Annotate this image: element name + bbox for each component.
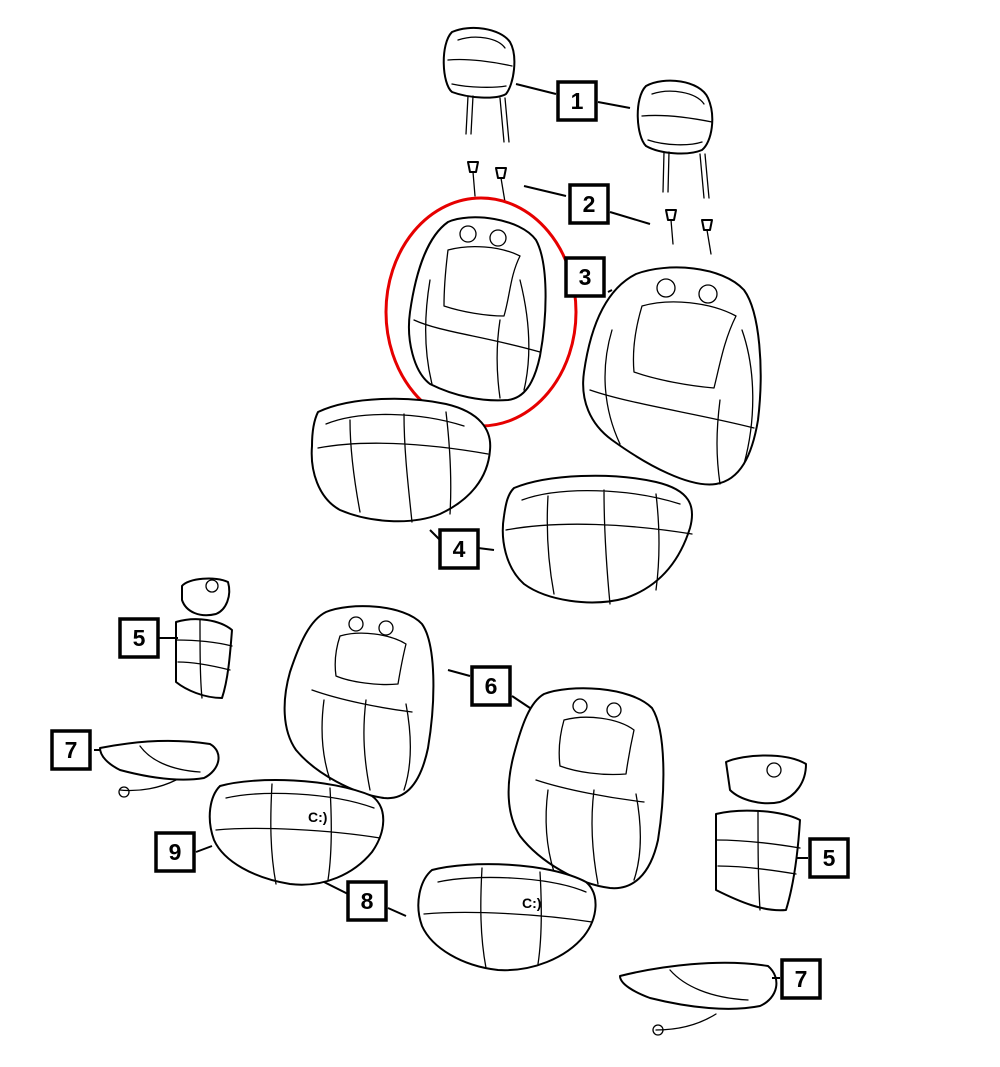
headrest-right[interactable]	[636, 79, 714, 199]
svg-text:1: 1	[571, 88, 584, 114]
heater-element-right[interactable]	[619, 961, 778, 1036]
seat-back-pad-left[interactable]	[283, 605, 435, 800]
svg-text:8: 8	[361, 888, 374, 914]
seat-back-cover-right[interactable]	[582, 266, 762, 486]
svg-text:2: 2	[583, 191, 596, 217]
svg-text:7: 7	[795, 966, 808, 992]
callout-3: 3	[564, 256, 606, 298]
back-panel-left[interactable]	[175, 577, 233, 699]
svg-text:3: 3	[579, 264, 592, 290]
headrest-left[interactable]	[442, 26, 516, 143]
headrest-guides[interactable]	[467, 161, 713, 255]
seat-cushion-cover-right[interactable]	[501, 474, 694, 605]
pad-marking-right: C:)	[522, 895, 541, 911]
callout-5-right: 5	[808, 837, 850, 879]
callout-6: 6	[470, 665, 512, 707]
svg-text:6: 6	[485, 673, 498, 699]
seat-back-pad-right[interactable]	[507, 687, 665, 890]
back-panel-right[interactable]	[715, 754, 807, 912]
seat-cushion-cover-left[interactable]	[310, 397, 492, 523]
callout-5-left: 5	[118, 617, 160, 659]
heater-element-left[interactable]	[99, 740, 220, 798]
callout-9: 9	[154, 831, 196, 873]
callout-2: 2	[568, 183, 610, 225]
callout-7-left: 7	[50, 729, 92, 771]
svg-text:4: 4	[453, 536, 466, 562]
svg-text:5: 5	[133, 625, 146, 651]
seat-back-cover-left[interactable]	[408, 216, 547, 402]
callout-7-right: 7	[780, 958, 822, 1000]
svg-text:7: 7	[65, 737, 78, 763]
pad-marking-left: C:)	[308, 809, 327, 825]
callout-8: 8	[346, 880, 388, 922]
svg-text:9: 9	[169, 839, 182, 865]
svg-text:5: 5	[823, 845, 836, 871]
callout-4: 4	[438, 528, 480, 570]
callout-1: 1	[556, 80, 598, 122]
seat-cushion-pad-right[interactable]: C:)	[417, 863, 597, 972]
seat-cushion-pad-left[interactable]: C:)	[208, 779, 385, 886]
